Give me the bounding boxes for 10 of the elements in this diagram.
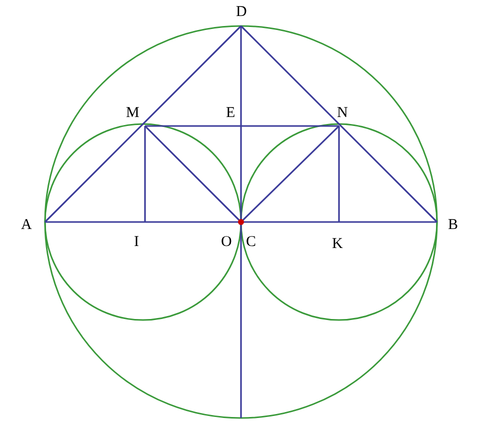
point-label: B (448, 217, 458, 233)
point-label: M (126, 105, 140, 121)
point-label: D (236, 4, 247, 20)
point-label: O (221, 234, 232, 250)
point-label: E (226, 105, 236, 121)
point-label: C (246, 234, 256, 250)
point-label: K (332, 236, 343, 252)
point-label: N (337, 105, 348, 121)
point-label: A (21, 217, 32, 233)
point-label: I (134, 234, 139, 250)
